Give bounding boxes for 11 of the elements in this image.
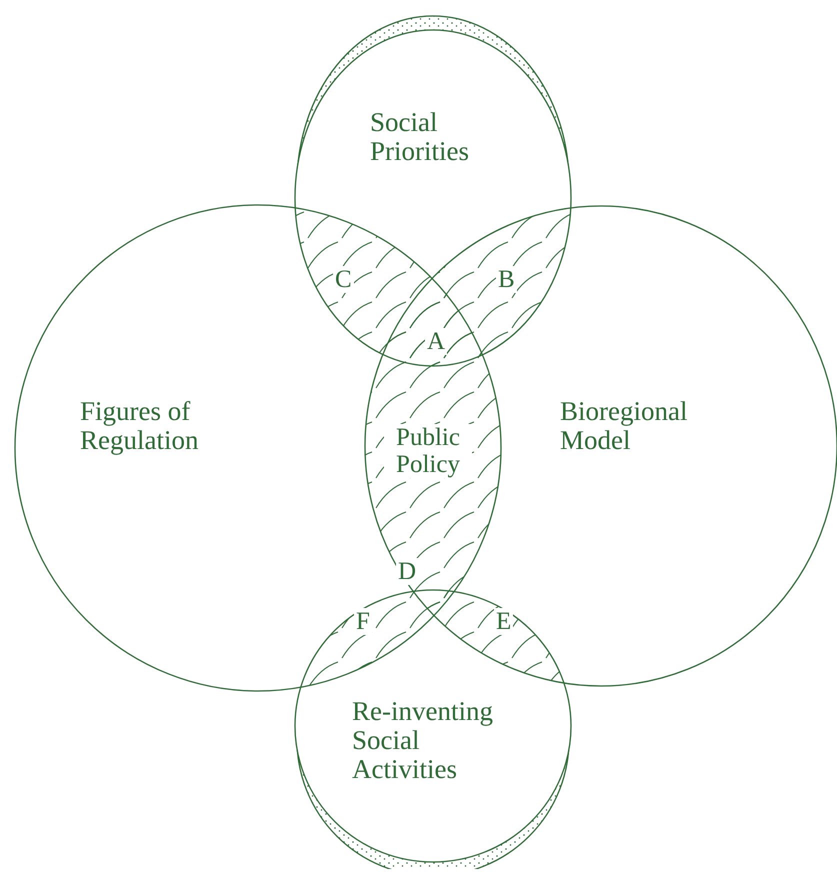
region-letter: A	[425, 328, 448, 355]
region-letter: E	[494, 608, 514, 635]
circle-label: Social Priorities	[370, 108, 470, 166]
circle-label: Bioregional Model	[560, 397, 688, 455]
region-letter: C	[333, 266, 354, 293]
circle-label: Re-inventing Social Activities	[352, 697, 494, 784]
region-label: Public Policy	[384, 424, 472, 478]
region-letter: F	[354, 608, 372, 635]
circle-label: Figures of Regulation	[80, 397, 200, 455]
region-letter: D	[396, 558, 418, 585]
region-letter: B	[496, 266, 517, 293]
